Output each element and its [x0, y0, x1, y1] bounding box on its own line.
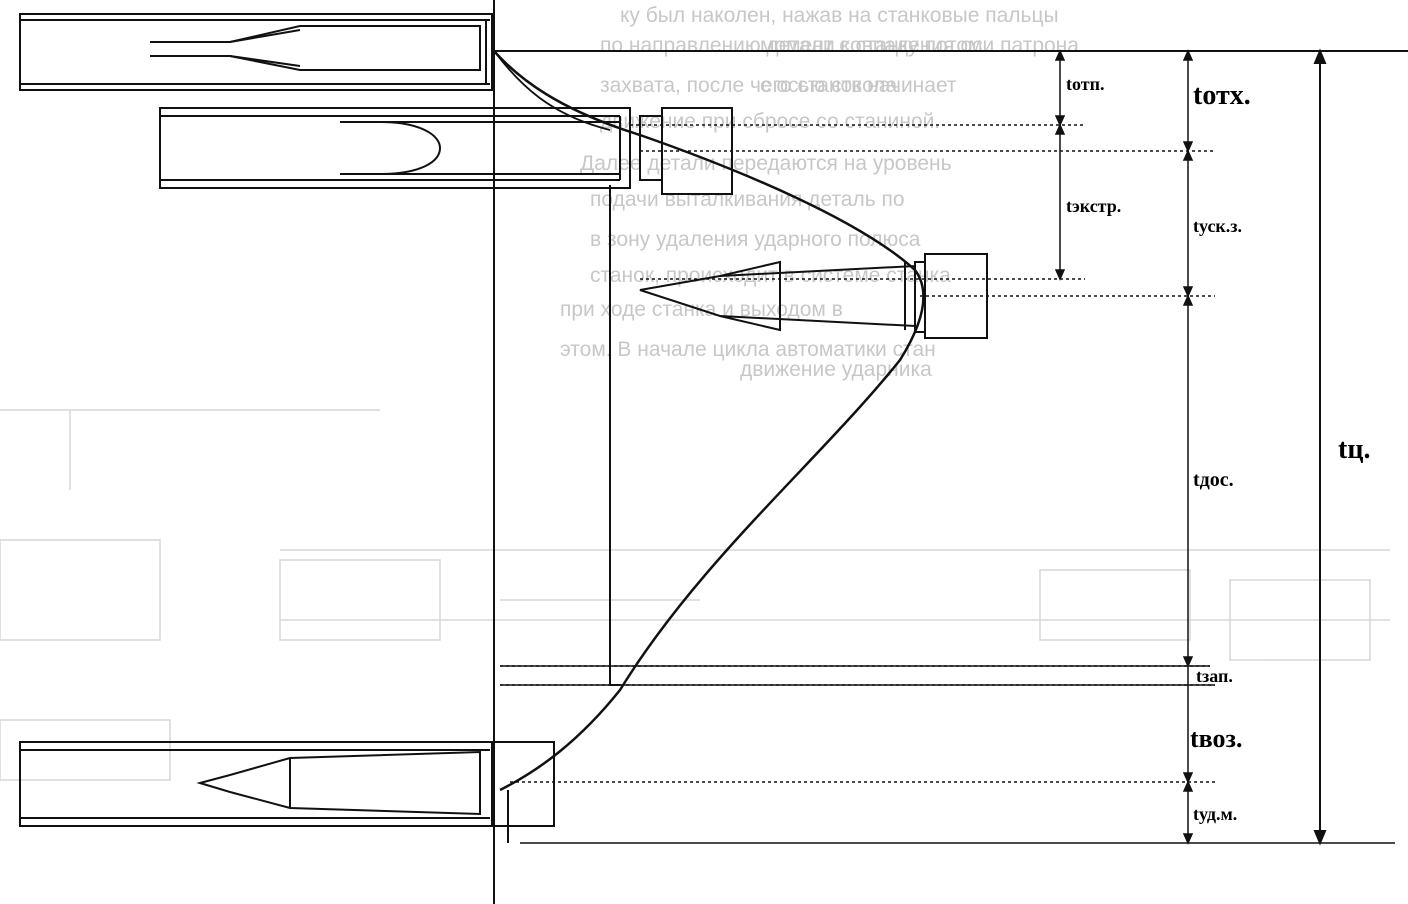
cartridge-position-2 [159, 107, 733, 195]
background-text: ку был наколен, нажав на станковые пальц… [560, 4, 1079, 381]
feed-path [507, 185, 620, 843]
cartridge-position-1 [19, 13, 493, 91]
label-t-otp: tотп. [1066, 74, 1104, 94]
bg-text-line: движение при сбросе со станиной. [600, 110, 940, 133]
cartridge-position-4 [19, 741, 555, 827]
cartridge-position-3 [639, 253, 988, 339]
bg-text-line: захвата, после чего станок начинает [600, 74, 957, 97]
bg-text-line: этом. В начале цикла автоматики стан [560, 338, 936, 361]
label-t-otkh: tотх. [1193, 80, 1251, 111]
dimension-ud-m [1182, 780, 1194, 845]
trajectory-curve [493, 50, 925, 792]
bg-text-line: Далее детали передаются на уровень [580, 152, 952, 175]
bg-text-line: в зону удаления ударного полюса [590, 228, 921, 251]
label-t-voz: tвоз. [1190, 724, 1242, 753]
dimension-otkh [1182, 49, 1194, 153]
bg-text-line: момент совпадения оси патрона [760, 34, 1079, 57]
label-t-zap: tзап. [1196, 666, 1233, 686]
label-t-ts: tц. [1338, 434, 1370, 465]
dimension-cycle [1313, 48, 1327, 846]
dimension-otp [1054, 49, 1066, 127]
label-t-usk-z: tуск.з. [1193, 216, 1242, 236]
dimension-ekstr [1054, 123, 1066, 281]
label-t-dos: tдос. [1193, 469, 1234, 491]
label-t-ud-m: tуд.м. [1193, 804, 1237, 824]
dimension-dos [1182, 294, 1194, 668]
bg-text-line: ку был наколен, нажав на станковые пальц… [620, 4, 1059, 27]
phase-lines [500, 124, 1215, 783]
bg-text-line: с осью ствола [760, 74, 898, 97]
bg-text-line: подачи выталкивания деталь по [590, 188, 905, 211]
bg-text-line: движение ударника [740, 358, 932, 381]
label-t-ekstr: tэкстр. [1066, 196, 1121, 216]
dimension-usk [1182, 149, 1194, 298]
background-ghost-shapes [0, 409, 1390, 781]
dimension-voz [1182, 685, 1194, 784]
